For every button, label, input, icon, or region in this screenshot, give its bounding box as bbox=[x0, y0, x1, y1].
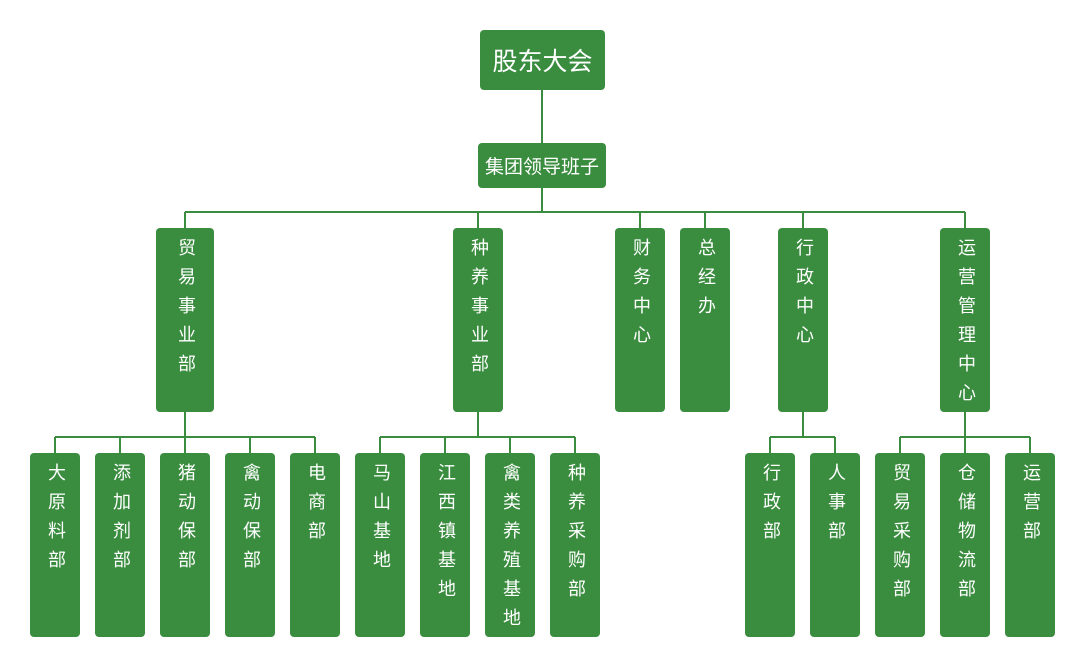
node-label: 运营管理中心 bbox=[955, 238, 976, 412]
node-gm-office: 总经办 bbox=[680, 228, 730, 412]
node-breeding-division: 种养事业部 bbox=[453, 228, 503, 412]
node-ops-management-center: 运营管理中心 bbox=[940, 228, 990, 412]
node-additives: 添加剂部 bbox=[95, 453, 145, 637]
node-jiangxi-town-base: 江西镇基地 bbox=[420, 453, 470, 637]
node-label: 贸易采购部 bbox=[890, 463, 911, 608]
node-poultry-farming-base: 禽类养殖基地 bbox=[485, 453, 535, 637]
node-label: 猪动保部 bbox=[175, 463, 196, 579]
node-finance-center: 财务中心 bbox=[615, 228, 665, 412]
node-label: 电商部 bbox=[305, 463, 326, 550]
node-label: 总经办 bbox=[695, 238, 716, 325]
node-label: 马山基地 bbox=[370, 463, 391, 579]
node-operations: 运营部 bbox=[1005, 453, 1055, 637]
node-ecommerce: 电商部 bbox=[290, 453, 340, 637]
node-group-leadership: 集团领导班子 bbox=[478, 143, 606, 188]
node-label: 贸易事业部 bbox=[175, 238, 196, 383]
node-label: 财务中心 bbox=[630, 238, 651, 354]
node-administration: 行政部 bbox=[745, 453, 795, 637]
node-warehouse-logistics: 仓储物流部 bbox=[940, 453, 990, 637]
node-label: 种养采购部 bbox=[565, 463, 586, 608]
node-mashan-base: 马山基地 bbox=[355, 453, 405, 637]
node-label: 仓储物流部 bbox=[955, 463, 976, 608]
node-label: 人事部 bbox=[825, 463, 846, 550]
node-swine-health: 猪动保部 bbox=[160, 453, 210, 637]
node-label: 集团领导班子 bbox=[484, 156, 599, 178]
node-trade-procurement: 贸易采购部 bbox=[875, 453, 925, 637]
node-label: 禽动保部 bbox=[240, 463, 261, 579]
node-admin-center: 行政中心 bbox=[778, 228, 828, 412]
node-trade-division: 贸易事业部 bbox=[156, 228, 214, 412]
node-label: 运营部 bbox=[1020, 463, 1041, 550]
node-shareholders-meeting: 股东大会 bbox=[480, 30, 605, 90]
node-poultry-health: 禽动保部 bbox=[225, 453, 275, 637]
node-human-resources: 人事部 bbox=[810, 453, 860, 637]
node-label: 江西镇基地 bbox=[435, 463, 456, 608]
node-label: 大原料部 bbox=[45, 463, 66, 579]
node-raw-materials: 大原料部 bbox=[30, 453, 80, 637]
node-label: 禽类养殖基地 bbox=[500, 463, 521, 637]
node-breeding-procurement: 种养采购部 bbox=[550, 453, 600, 637]
node-label: 行政中心 bbox=[793, 238, 814, 354]
node-label: 种养事业部 bbox=[468, 238, 489, 383]
node-label: 股东大会 bbox=[492, 47, 593, 76]
node-label: 行政部 bbox=[760, 463, 781, 550]
node-label: 添加剂部 bbox=[110, 463, 131, 579]
